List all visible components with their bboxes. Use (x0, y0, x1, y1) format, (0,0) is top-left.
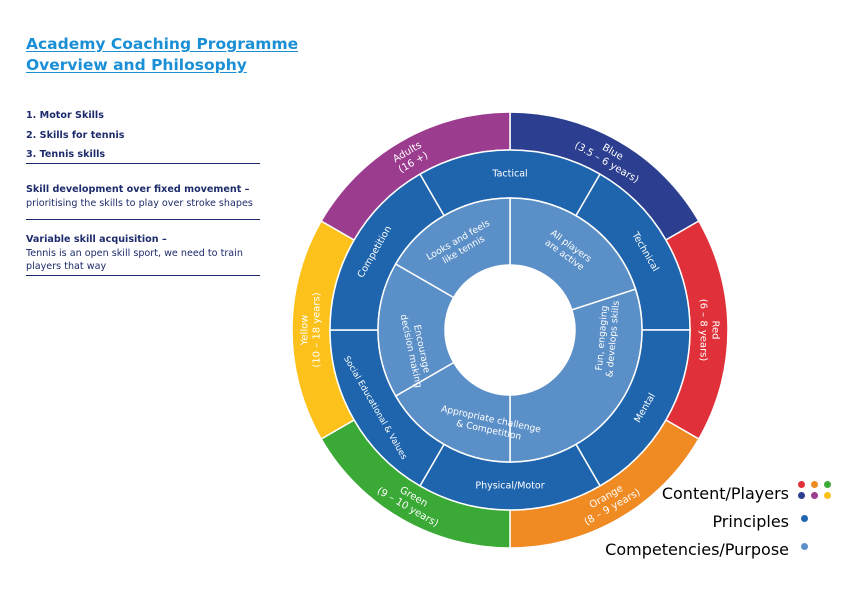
svg-text:Yellow: Yellow (300, 315, 311, 347)
svg-text:Tactical: Tactical (491, 169, 527, 180)
svg-text:(6 – 8 years): (6 – 8 years) (698, 299, 709, 362)
block-heading: Variable skill acquisition – (26, 234, 167, 245)
competency-all-players-are-active (509, 197, 637, 311)
variable-skill-block: Variable skill acquisition – Tennis is a… (26, 233, 262, 274)
legend-dot-competencies (801, 543, 808, 550)
skills-list-item: 3. Tennis skills (26, 149, 106, 160)
divider (26, 275, 260, 276)
legend-dot-content-players (811, 481, 818, 488)
block-heading: Skill development over fixed movement – (26, 184, 250, 195)
principle-label-tactical: Tactical (491, 169, 527, 180)
block-text: Tennis is an open skill sport, we need t… (26, 247, 243, 273)
legend-dot-content-players (798, 492, 805, 499)
competency-looks-and-feels-like-tennis (394, 197, 511, 299)
svg-text:Red: Red (710, 321, 721, 340)
divider (26, 219, 260, 220)
legend-label: Competencies/Purpose (605, 540, 789, 559)
competency-fun-engaging-develops-skills (509, 288, 643, 463)
page-title: Academy Coaching Programme Overview and … (26, 34, 298, 76)
title-line-2: Overview and Philosophy (26, 56, 247, 74)
svg-text:(10 – 18 years): (10 – 18 years) (312, 292, 323, 367)
outer-label-red: Red(6 – 8 years) (698, 299, 721, 362)
legend-dot-content-players (798, 481, 805, 488)
center-hole (445, 265, 575, 395)
skills-list-item: 1. Motor Skills (26, 110, 104, 121)
skills-list: 1. Motor Skills 2. Skills for tennis 3. … (26, 106, 260, 165)
legend-label: Content/Players (661, 484, 789, 503)
title-line-1: Academy Coaching Programme (26, 35, 299, 53)
block-text: prioritising the skills to play over str… (26, 197, 253, 209)
skill-development-block: Skill development over fixed movement – … (26, 183, 262, 210)
skills-list-item: 2. Skills for tennis (26, 129, 125, 141)
outer-label-yellow: Yellow(10 – 18 years) (300, 292, 323, 367)
legend-dot-content-players (824, 492, 831, 499)
svg-text:Physical/Motor: Physical/Motor (475, 481, 544, 492)
legend-dot-principles (801, 515, 808, 522)
legend-label: Principles (712, 512, 789, 531)
legend-dot-content-players (811, 492, 818, 499)
principle-label-physical-motor: Physical/Motor (475, 481, 544, 492)
divider (26, 163, 260, 164)
legend-dot-content-players (824, 481, 831, 488)
